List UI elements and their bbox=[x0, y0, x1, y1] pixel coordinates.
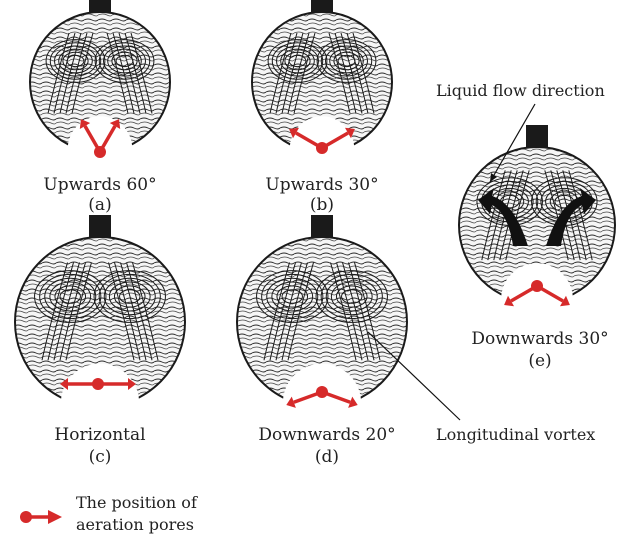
legend-pore-arrow-icon bbox=[20, 510, 62, 524]
panel-c-caption: Horizontal bbox=[54, 425, 145, 445]
panel-b-letter: (b) bbox=[310, 195, 334, 215]
panel-a-letter: (a) bbox=[88, 195, 111, 215]
panel-c-bubble-image bbox=[11, 215, 189, 459]
panel-d-letter: (d) bbox=[315, 447, 339, 467]
panel-a-caption: Upwards 60° bbox=[43, 175, 156, 195]
panel-a-bubble-image bbox=[26, 0, 174, 195]
panel-d-bubble-image bbox=[233, 215, 411, 459]
pore-dot bbox=[316, 386, 328, 398]
panel-b-caption: Upwards 30° bbox=[265, 175, 378, 195]
panel-e: Downwards 30° (e) bbox=[455, 125, 619, 371]
legend-line-1: The position of bbox=[76, 493, 198, 512]
panel-b-bubble-image bbox=[248, 0, 396, 195]
panel-d: Downwards 20° (d) bbox=[233, 215, 411, 467]
legend: The position of aeration pores bbox=[20, 493, 198, 534]
vortex-label: Longitudinal vortex bbox=[436, 425, 595, 444]
pore-dot bbox=[531, 280, 543, 292]
panel-a: Upwards 60° (a) bbox=[26, 0, 174, 215]
panel-b: Upwards 30° (b) bbox=[248, 0, 396, 215]
panel-c: Horizontal (c) bbox=[11, 215, 189, 467]
panel-e-letter: (e) bbox=[528, 351, 551, 371]
panel-e-bubble-image bbox=[455, 125, 619, 351]
panel-c-letter: (c) bbox=[89, 447, 112, 467]
pore-dot bbox=[92, 378, 104, 390]
panel-e-caption: Downwards 30° bbox=[471, 329, 608, 349]
flow-direction-label: Liquid flow direction bbox=[436, 81, 605, 100]
panel-d-caption: Downwards 20° bbox=[258, 425, 395, 445]
pore-dot bbox=[316, 142, 328, 154]
pore-dot bbox=[94, 146, 106, 158]
legend-line-2: aeration pores bbox=[76, 515, 194, 534]
